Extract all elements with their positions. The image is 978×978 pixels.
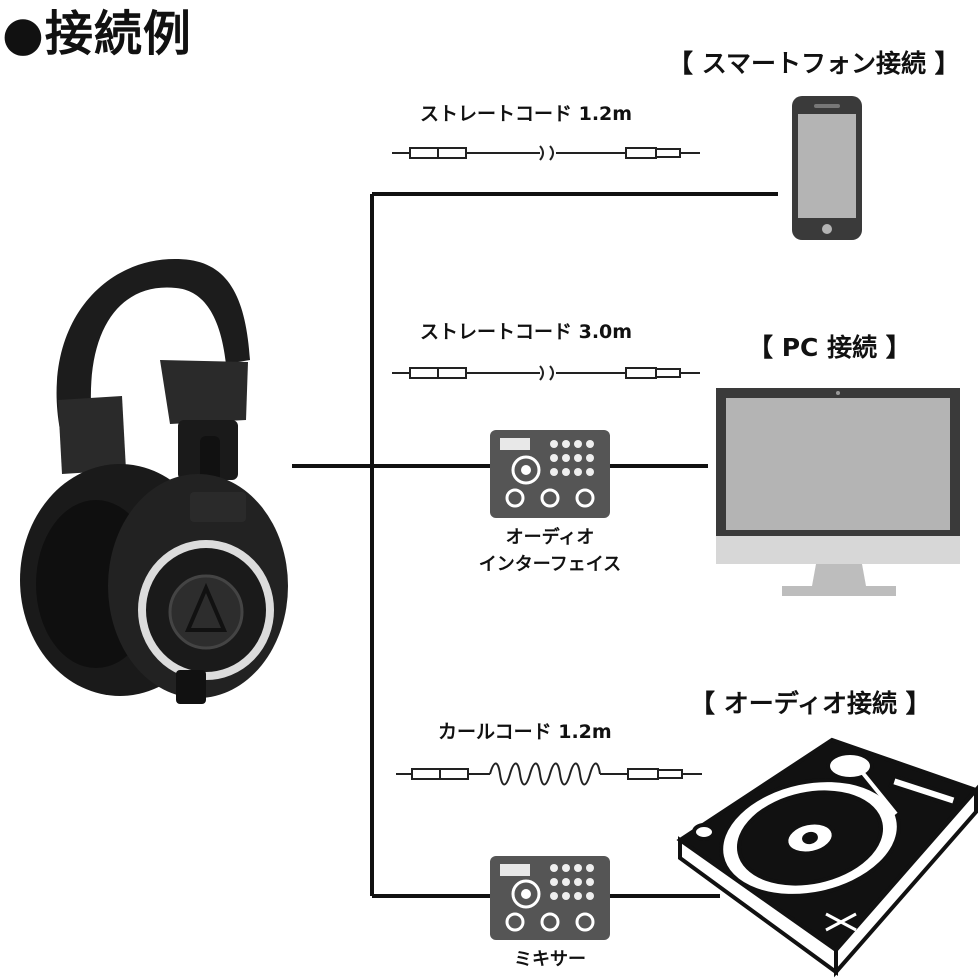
straight-cord-1-2m-icon xyxy=(392,145,700,161)
connection-lines xyxy=(292,192,778,898)
audio-interface-icon xyxy=(490,430,610,518)
section-title-audio: 【 オーディオ接続 】 xyxy=(690,689,931,718)
turntable-icon xyxy=(676,737,978,978)
audio-interface-label-2: インターフェイス xyxy=(478,554,622,575)
curl-cord-1-2m-icon xyxy=(396,762,702,786)
section-title-smartphone: 【 スマートフォン接続 】 xyxy=(668,49,960,78)
straight-cord-3-0m-icon xyxy=(392,365,700,381)
section-title-pc: 【 PC 接続 】 xyxy=(748,333,911,362)
headphones-icon xyxy=(20,259,288,704)
mixer-label: ミキサー xyxy=(514,949,586,970)
cord-label-straight-1-2m: ストレートコード 1.2m xyxy=(420,103,633,125)
pc-monitor-icon xyxy=(716,388,960,596)
cord-label-straight-3-0m: ストレートコード 3.0m xyxy=(420,321,633,343)
mixer-icon xyxy=(490,856,610,940)
cord-label-curl-1-2m: カールコード 1.2m xyxy=(438,721,612,743)
page-title: ●接続例 xyxy=(2,6,192,62)
smartphone-icon xyxy=(792,96,862,240)
audio-interface-label-1: オーディオ xyxy=(505,527,595,548)
